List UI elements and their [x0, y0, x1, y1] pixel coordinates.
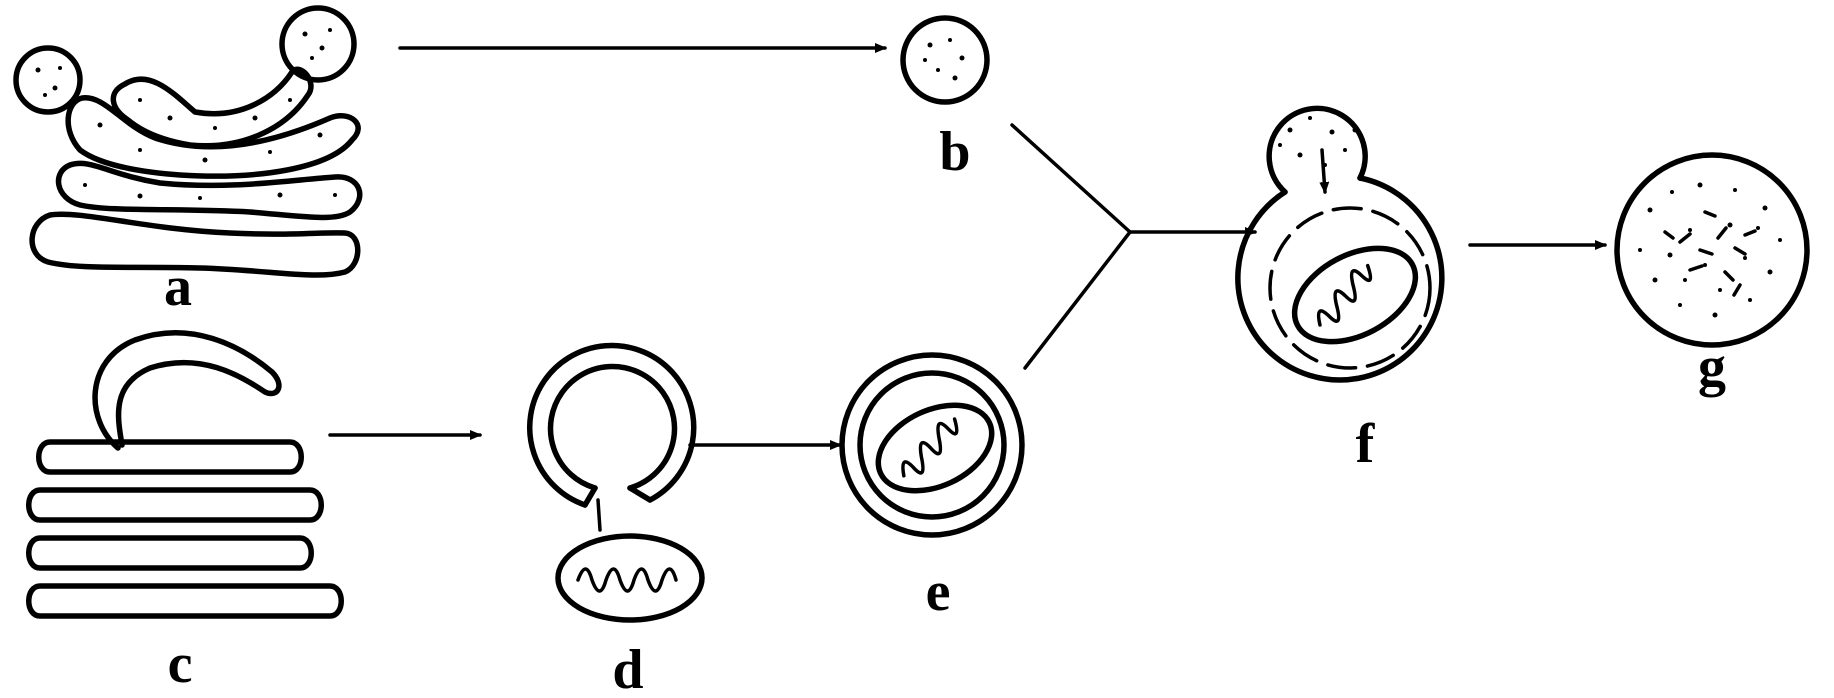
autophagosome-e [839, 352, 1025, 538]
convergence-line-b [1010, 123, 1132, 234]
autolysosome-f [1235, 175, 1445, 383]
label-g: g [1698, 336, 1726, 398]
label-f: f [1356, 413, 1376, 475]
phagophore-d [527, 342, 697, 532]
golgi-apparatus-a [13, 5, 363, 278]
primary-lysosome-b [900, 15, 990, 105]
label-b: b [939, 121, 970, 183]
label-d: d [612, 639, 643, 698]
label-e: e [926, 561, 951, 623]
label-c: c [168, 633, 193, 695]
label-a: a [164, 256, 192, 318]
mitochondrion-d [555, 533, 705, 623]
convergence-line-e [1023, 230, 1132, 370]
endoplasmic-reticulum-c [26, 330, 344, 619]
fusing-lysosome-f [1266, 105, 1368, 195]
residual-body-g [1614, 152, 1810, 348]
